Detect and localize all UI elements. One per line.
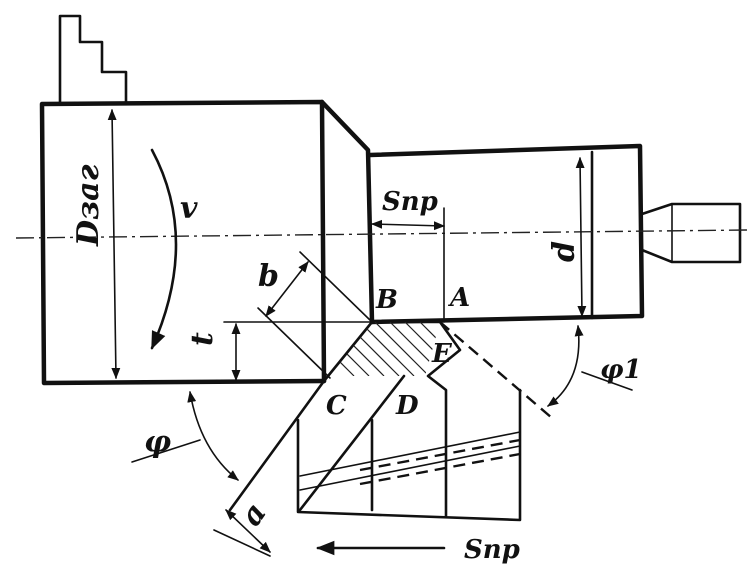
feed-top-label: Sпр [382, 187, 438, 217]
chip-width-label: b [258, 259, 279, 294]
auxiliary-edge-extension [439, 321, 553, 419]
cutting-tool [296, 320, 522, 522]
chip-width-dimension [265, 261, 309, 317]
workpiece-blank [39, 99, 375, 386]
tool-edge-lines [228, 374, 406, 512]
b-extension-lower [257, 307, 331, 379]
approach-angle-arc [187, 390, 239, 481]
depth-label: t [185, 332, 220, 346]
chip-thickness-label: a [234, 497, 274, 533]
point-B-label: B [375, 285, 398, 315]
velocity-arc-arrow [150, 148, 178, 350]
axis-of-rotation [15, 229, 749, 239]
machined-section [367, 143, 645, 325]
point-A-label: A [447, 283, 470, 313]
feed-bottom-label: Sпр [464, 535, 520, 565]
tailstock-center [640, 202, 742, 264]
shank-lines [299, 431, 521, 491]
chip-thickness-dimension [225, 509, 271, 553]
phi1-leader [581, 371, 633, 391]
blank-diameter-label: Dзаг [71, 164, 106, 247]
diameter-dimension [575, 156, 587, 318]
phi-label: φ [144, 425, 171, 460]
chuck-jaw [58, 14, 128, 106]
diameter-label: d [547, 241, 582, 262]
point-C-label: C [326, 391, 347, 421]
b-extension-upper [299, 251, 373, 323]
point-E-label: E [431, 339, 453, 369]
phi1-label: φ1 [600, 355, 642, 385]
feed-per-rev-dimension [370, 219, 446, 231]
blank-diameter-dimension [107, 108, 121, 380]
blank-shoulder-line [319, 99, 327, 384]
minor-angle-arc [547, 324, 584, 407]
shank-hidden-lines [359, 438, 521, 486]
phi-leader [131, 439, 201, 463]
point-D-label: D [395, 391, 419, 421]
velocity-label: v [180, 191, 198, 226]
